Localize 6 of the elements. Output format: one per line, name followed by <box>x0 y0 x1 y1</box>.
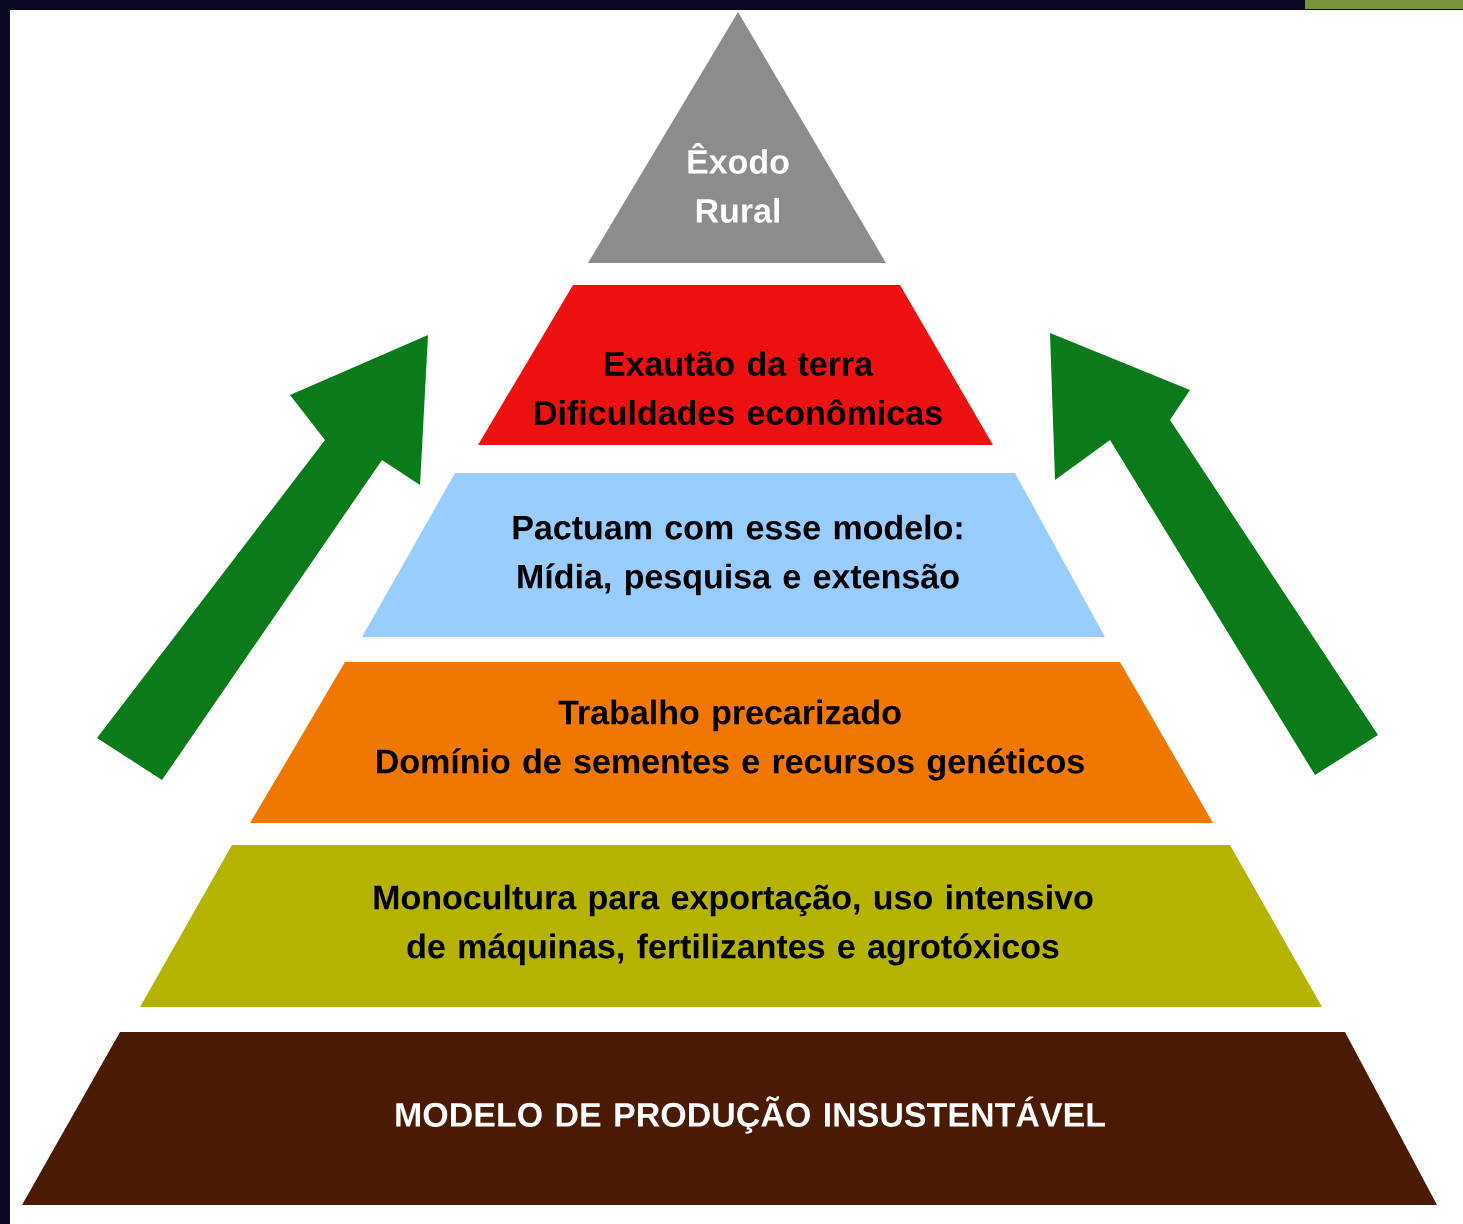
pyramid-layer: Exautão da terra Dificuldades econômicas <box>478 285 993 445</box>
pyramid-layer: MODELO DE PRODUÇÃO INSUSTENTÁVEL <box>22 1032 1437 1205</box>
pyramid-layer: Trabalho precarizado Domínio de sementes e recursos genéticos <box>250 662 1213 823</box>
pyramid-layer: Pactuam com esse modelo: Mídia, pesquisa e extensão <box>362 473 1105 637</box>
pyramid-layer: Monocultura para exportação, uso intensivo de máquinas, fertilizantes e agrotóxicos <box>140 845 1322 1007</box>
pyramid-layer: Êxodo Rural <box>588 12 886 263</box>
